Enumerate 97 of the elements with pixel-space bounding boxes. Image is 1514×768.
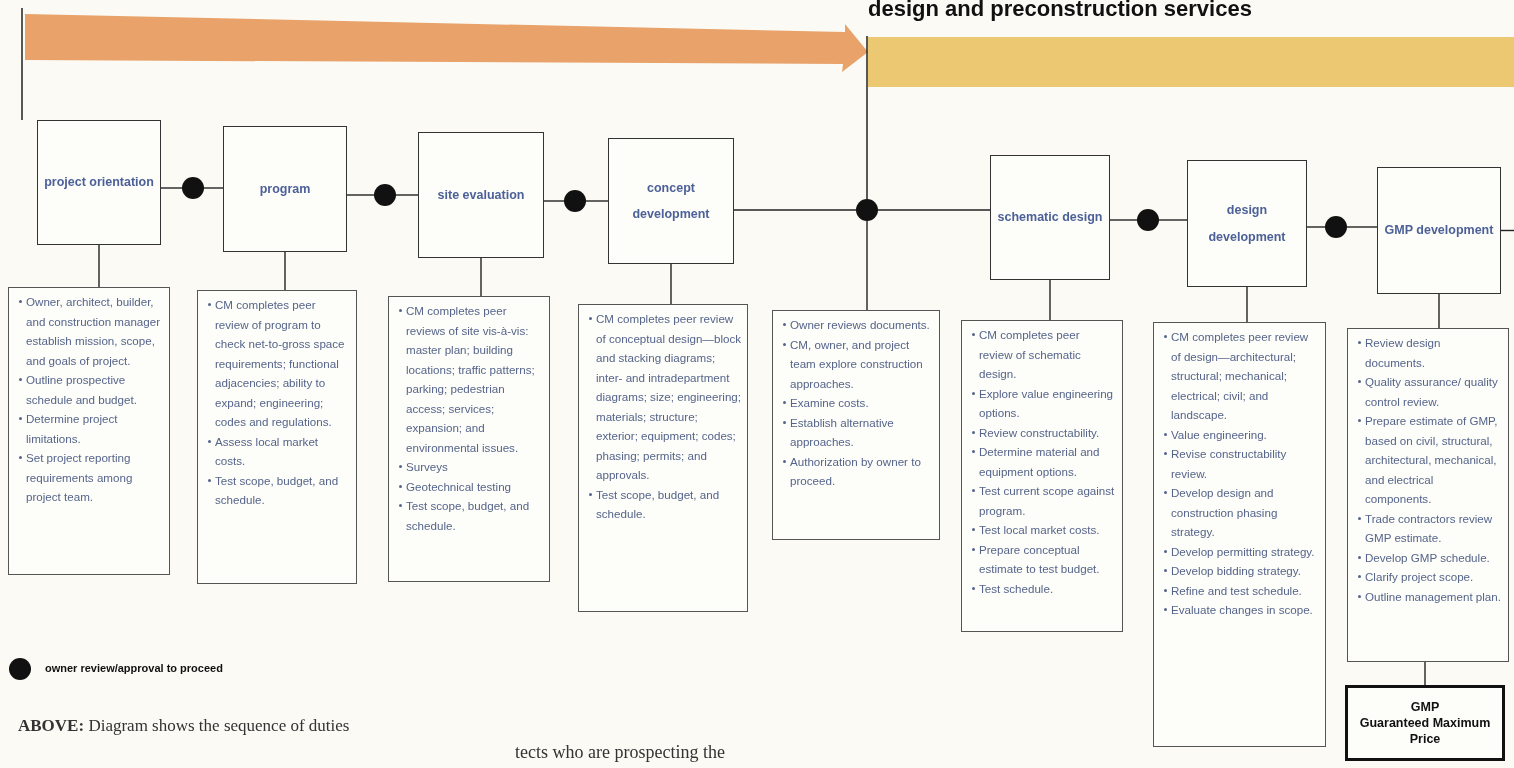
connector-line (284, 251, 286, 291)
task-item: Quality assurance/ quality control review. (1358, 372, 1502, 411)
milestone-dot (1137, 209, 1159, 231)
phase-box (37, 120, 161, 245)
connector-line (670, 263, 672, 305)
task-item: Assess local market costs. (208, 431, 350, 471)
phase-box (223, 126, 347, 252)
body-text: tects who are prospecting the (515, 742, 725, 763)
milestone-dot (182, 177, 204, 199)
phase-label: GMP development (1383, 222, 1495, 240)
task-item: Clarify project scope. (1358, 567, 1502, 587)
task-item: Develop design and construction phasing strategy. (1164, 483, 1319, 542)
result-box (1345, 685, 1505, 761)
milestone-dot (1325, 216, 1347, 238)
task-item: Prepare estimate of GMP, based on civil, structural, architectural, mechanical, and electrical components. (1358, 411, 1502, 509)
task-item: CM completes peer review of program to check net-to-gross space requirements; functional adjacencies; ability to expand; engineering; codes and regulations. (208, 295, 350, 432)
task-item: Test current scope against program. (972, 481, 1116, 520)
task-list-box (8, 287, 170, 575)
task-item: Develop bidding strategy. (1164, 561, 1319, 581)
result-label: Guaranteed Maximum Price (1358, 715, 1492, 747)
connector-line (480, 257, 482, 297)
phase-box (1377, 167, 1501, 294)
caption: ABOVE: Diagram shows the sequence of duties (18, 716, 351, 736)
connector-line (543, 200, 565, 202)
connector-line (866, 220, 868, 311)
task-list-box (197, 290, 357, 584)
task-item: Trade contractors review GMP estimate. (1358, 508, 1502, 548)
section-heading: design and preconstruction services (868, 0, 1252, 22)
task-item: Determine material and equipment options. (972, 442, 1116, 481)
task-item: Owner, architect, builder, and construction manager establish mission, scope, and goals of project. (19, 292, 163, 370)
task-item: Prepare conceptual estimate to test budget. (972, 539, 1116, 579)
task-item: Test scope, budget, and schedule. (399, 496, 543, 535)
connector-line (1158, 219, 1188, 221)
connector-line (733, 209, 857, 211)
phase-box (418, 132, 544, 258)
phase-box (1187, 160, 1307, 287)
connector-line (1438, 293, 1440, 329)
phase-label: program (258, 180, 312, 198)
task-item: Test scope, budget, and schedule. (589, 484, 741, 524)
connector-line (160, 187, 183, 189)
task-item: Outline management plan. (1358, 586, 1502, 606)
connector-line (203, 187, 224, 189)
task-item: Authorization by owner to proceed. (783, 451, 933, 491)
result-label: GMP (1409, 699, 1441, 715)
connector-line (1424, 661, 1426, 686)
task-item: Review constructability. (972, 422, 1116, 442)
legend-label: owner review/approval to proceed (45, 662, 223, 674)
phase-label: schematic design (996, 209, 1104, 227)
connector-line (877, 209, 991, 211)
task-item: Set project reporting requirements among project team. (19, 448, 163, 507)
connector-line (395, 194, 419, 196)
task-item: Test schedule. (972, 578, 1116, 598)
phase-label: concept development (631, 179, 711, 223)
task-item: Test local market costs. (972, 520, 1116, 540)
phase-label: site evaluation (436, 186, 526, 204)
connector-line (1049, 279, 1051, 321)
task-item: Geotechnical testing (399, 476, 543, 496)
task-item: Examine costs. (783, 393, 933, 413)
task-list-box (1347, 328, 1509, 662)
connector-line (98, 244, 100, 288)
connector-line (1306, 226, 1326, 228)
task-item: CM completes peer review of design—architectural; structural; mechanical; electrical; civil; and landscape. (1164, 327, 1319, 425)
task-list-box (388, 296, 550, 582)
connector-line (585, 200, 609, 202)
task-item: CM, owner, and project team explore construction approaches. (783, 334, 933, 393)
task-item: Develop GMP schedule. (1358, 547, 1502, 567)
connector-line (1246, 286, 1248, 323)
task-item: CM completes peer review of schematic design. (972, 325, 1116, 384)
milestone-dot (856, 199, 878, 221)
task-item: CM completes peer review of conceptual design—block and stacking diagrams; inter- and intradepartment diagrams; size; engineering; materials; structure; exterior; equipment; codes; phasing; permits; and approvals. (589, 309, 741, 485)
task-item: Owner reviews documents. (783, 315, 933, 335)
task-item: Revise constructability review. (1164, 444, 1319, 483)
task-item: CM completes peer reviews of site vis-à-vis: master plan; building locations; traffic patterns; parking; pedestrian access; services; expansion; and environmental issues. (399, 301, 543, 457)
task-list-box (772, 310, 940, 540)
task-item: Evaluate changes in scope. (1164, 600, 1319, 620)
milestone-dot (564, 190, 586, 212)
phase-label: design development (1207, 202, 1287, 246)
task-item: Test scope, budget, and schedule. (208, 470, 350, 510)
task-list-box (578, 304, 748, 612)
task-item: Surveys (399, 457, 543, 477)
connector-line (346, 194, 375, 196)
task-item: Outline prospective schedule and budget. (19, 370, 163, 409)
task-item: Refine and test schedule. (1164, 580, 1319, 600)
task-item: Determine project limitations. (19, 409, 163, 448)
phase-label: project orientation (43, 174, 155, 192)
task-list-box (1153, 322, 1326, 747)
connector-line (1346, 226, 1378, 228)
phase-box (608, 138, 734, 264)
milestone-dot (374, 184, 396, 206)
connector-line (1109, 219, 1138, 221)
task-item: Value engineering. (1164, 424, 1319, 444)
task-item: Develop permitting strategy. (1164, 541, 1319, 561)
phase-box (990, 155, 1110, 280)
task-item: Review design documents. (1358, 333, 1502, 372)
task-item: Establish alternative approaches. (783, 412, 933, 452)
task-list-box (961, 320, 1123, 632)
task-item: Explore value engineering options. (972, 383, 1116, 423)
